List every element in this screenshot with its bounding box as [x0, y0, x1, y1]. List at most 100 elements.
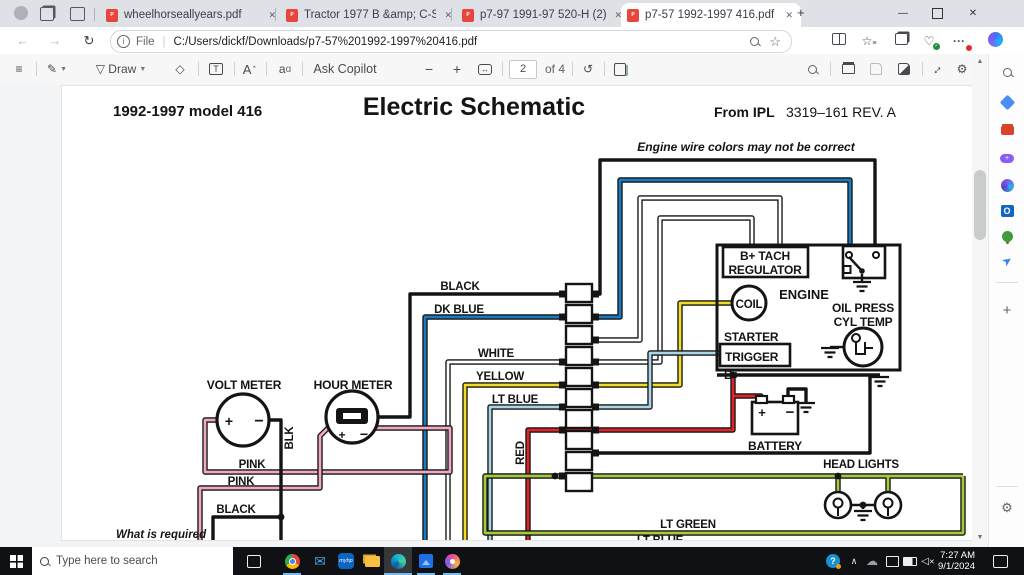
- scrollbar-thumb[interactable]: [974, 170, 986, 240]
- forward-icon[interactable]: →: [48, 33, 62, 48]
- eraser-icon[interactable]: ◇: [175, 62, 185, 76]
- sidebar-games-icon[interactable]: +: [997, 148, 1017, 168]
- essentials-check-badge: ✓: [933, 43, 940, 50]
- sidebar-settings-gear-icon[interactable]: ⚙: [1001, 500, 1013, 515]
- tab-tractor-1977[interactable]: P Tractor 1977 B &amp; C-Series O ✕: [280, 3, 460, 27]
- new-tab-button[interactable]: +: [797, 5, 805, 20]
- text-box-icon[interactable]: T: [206, 59, 226, 79]
- get-help-tray-icon[interactable]: ?: [822, 547, 844, 575]
- fit-width-glyph: ↔: [478, 63, 492, 75]
- starter-trigger: STARTER TRIGGER B+: [718, 330, 792, 382]
- start-button[interactable]: [0, 547, 32, 575]
- tab-close-icon[interactable]: ✕: [614, 9, 622, 20]
- tab-p7-97[interactable]: P p7-97 1991-97 520-H (2).pdf ✕: [456, 3, 630, 27]
- head-lights: HEAD LIGHTS: [823, 459, 903, 522]
- fullscreen-icon[interactable]: ↕: [928, 59, 948, 79]
- fit-to-width-icon[interactable]: ↔: [475, 59, 495, 79]
- taskbar-clock[interactable]: 7:27 AM 9/1/2024: [938, 550, 975, 572]
- pdf-viewport[interactable]: 1992-1997 model 416 Electric Schematic F…: [0, 84, 972, 547]
- onedrive-tray-icon[interactable]: ☁: [862, 547, 882, 575]
- zoom-search-icon[interactable]: [750, 37, 760, 46]
- tab-close-icon[interactable]: ✕: [444, 9, 452, 20]
- draw-tool[interactable]: ▽ Draw▼: [95, 62, 147, 76]
- scroll-down-icon[interactable]: ▼: [976, 534, 984, 541]
- task-view-icon[interactable]: [240, 547, 268, 575]
- tag-glyph: [999, 94, 1015, 110]
- action-center-icon[interactable]: [985, 547, 1015, 575]
- print-icon[interactable]: [838, 59, 858, 79]
- tab-close-icon[interactable]: ✕: [268, 9, 276, 20]
- wire-pink-hourmeter: [197, 426, 330, 542]
- read-aloud-icon[interactable]: A⌃: [242, 61, 258, 77]
- tab-separator: [94, 8, 95, 21]
- battery-label: BATTERY: [748, 439, 802, 453]
- battery-tray-icon[interactable]: [900, 547, 920, 575]
- refresh-icon[interactable]: ↻: [83, 33, 95, 48]
- hour-plus: +: [338, 428, 345, 442]
- sidebar-outlook-icon[interactable]: O: [997, 201, 1017, 221]
- edge-app-icon[interactable]: [384, 547, 412, 575]
- update-badge: [966, 45, 972, 51]
- zoom-out-icon[interactable]: −: [424, 61, 434, 77]
- tab-p7-57-active[interactable]: P p7-57 1992-1997 416.pdf ✕: [621, 3, 801, 27]
- ask-copilot-button[interactable]: Ask Copilot: [310, 59, 380, 79]
- photos-app-icon[interactable]: [412, 547, 440, 575]
- toolbar-separator: [266, 62, 267, 76]
- tray-expand-chevron-icon[interactable]: ∧: [850, 555, 858, 566]
- myhp-app-icon[interactable]: myhp: [332, 547, 360, 575]
- favorite-star-icon[interactable]: ☆: [769, 33, 781, 49]
- tab-close-icon[interactable]: ✕: [785, 9, 793, 20]
- window-restore-button[interactable]: [920, 0, 954, 27]
- window-close-button[interactable]: ✕: [968, 8, 978, 19]
- sidebar-tree-icon[interactable]: [997, 226, 1017, 246]
- tach-regulator: B+ TACH REGULATOR: [721, 245, 810, 279]
- sidebar-add-icon[interactable]: +: [1002, 301, 1012, 319]
- collections-icon[interactable]: [890, 32, 912, 50]
- info-icon[interactable]: i: [117, 35, 130, 48]
- profile-icon[interactable]: [14, 6, 28, 20]
- display-tray-icon[interactable]: [882, 547, 902, 575]
- volume-muted-tray-icon[interactable]: ◁✕: [918, 547, 938, 575]
- page-number-input[interactable]: 2: [509, 59, 537, 79]
- toc-icon[interactable]: ≡: [15, 62, 23, 76]
- mail-app-icon[interactable]: ✉: [306, 547, 334, 575]
- pdf-settings-gear-icon[interactable]: ⚙: [956, 62, 968, 76]
- search-document-icon[interactable]: [802, 59, 822, 79]
- vertical-scrollbar[interactable]: ▲ ▼: [972, 54, 988, 547]
- label-pink-1: PINK: [239, 459, 267, 471]
- sidebar-divider: [996, 282, 1018, 283]
- browser-essentials-icon[interactable]: ♡✓: [923, 34, 940, 50]
- save-as-icon[interactable]: [894, 59, 914, 79]
- green-note: What is required: [116, 529, 207, 540]
- sidebar-tools-icon[interactable]: [997, 120, 1017, 140]
- tab-actions-icon[interactable]: [70, 7, 85, 21]
- back-icon[interactable]: ←: [16, 33, 30, 48]
- label-lt-blue: LT BLUE: [492, 394, 539, 406]
- sidebar-search-icon[interactable]: [997, 62, 1017, 82]
- tab-wheelhorseallyears[interactable]: P wheelhorseallyears.pdf ✕: [100, 3, 284, 27]
- sidebar-shopping-icon[interactable]: [997, 92, 1017, 112]
- scroll-up-icon[interactable]: ▲: [976, 58, 984, 65]
- rotate-icon[interactable]: ↺: [582, 62, 594, 76]
- split-screen-icon[interactable]: [828, 32, 850, 50]
- favorites-bar-icon[interactable]: ☆≡: [861, 34, 877, 48]
- paint3d-app-icon[interactable]: [438, 547, 466, 575]
- copilot-icon[interactable]: [984, 32, 1006, 50]
- settings-more-icon[interactable]: ···: [948, 32, 972, 51]
- expand-glyph: ↕: [930, 61, 946, 77]
- sidebar-m365-icon[interactable]: [997, 175, 1017, 195]
- highlighter-icon[interactable]: ✎▼: [47, 62, 67, 76]
- zoom-in-icon[interactable]: +: [452, 61, 462, 77]
- url-field[interactable]: i File | C:/Users/dickf/Downloads/p7-57%…: [110, 30, 792, 53]
- clock-time: 7:27 AM: [940, 550, 975, 561]
- workspaces-icon[interactable]: [40, 7, 54, 21]
- page-view-icon[interactable]: [610, 59, 630, 79]
- sidebar-drop-icon[interactable]: ➤: [997, 251, 1017, 271]
- taskbar-search-box[interactable]: Type here to search: [32, 547, 233, 575]
- window-minimize-button[interactable]: —: [898, 8, 908, 19]
- edge-sidebar: + O ➤ + ⚙: [988, 54, 1024, 547]
- file-explorer-icon[interactable]: [358, 547, 386, 575]
- chrome-app-icon[interactable]: [278, 547, 306, 575]
- myhp-glyph: myhp: [338, 553, 354, 569]
